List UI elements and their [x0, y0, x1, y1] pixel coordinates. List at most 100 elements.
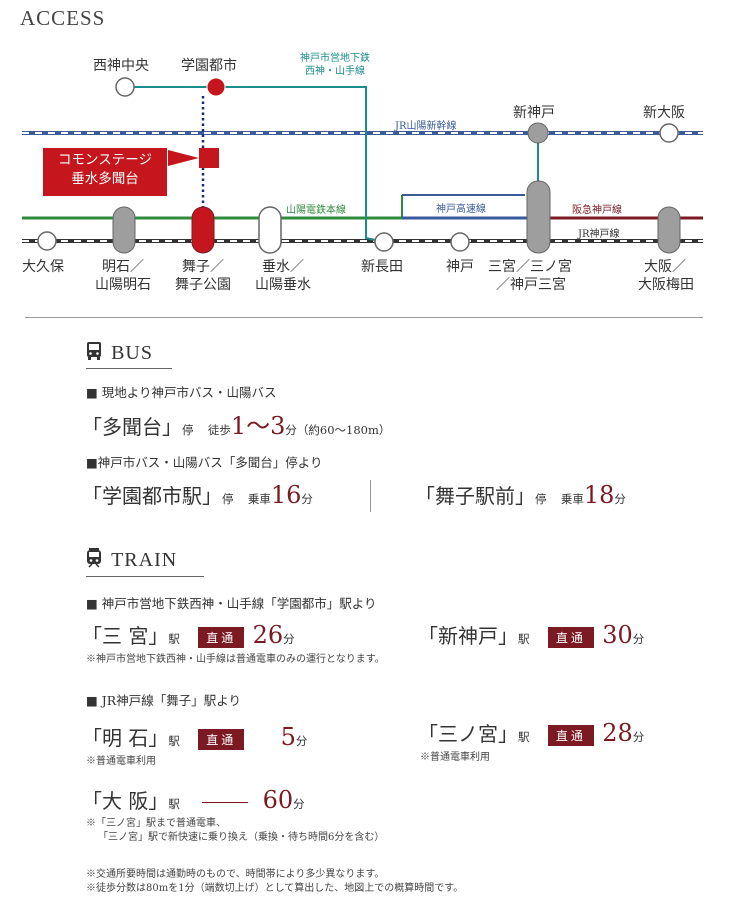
route-sannomiya-jr-name: 「三ノ宮」: [418, 722, 518, 746]
bus-dest-1-min: 分: [301, 492, 313, 506]
direct-badge-4: 直通: [547, 725, 594, 746]
page-title: ACCESS: [20, 6, 106, 30]
bus-dest-2-time: 18: [583, 481, 615, 509]
bus-stop-suffix-3: 停: [535, 492, 547, 506]
bus-sub-1: ■ 現地より神戸市バス・山陽バス: [86, 385, 277, 400]
station-label-shin-nagata: 新長田: [361, 259, 403, 275]
station-label-sannomiya-2: ／神戸三宮: [496, 277, 566, 293]
bus-heading-text: BUS: [111, 342, 153, 364]
bus-dest-2-min: 分: [614, 492, 626, 506]
walk-min: 分: [285, 423, 297, 437]
station-label-gakuen-toshi: 学園都市: [181, 58, 237, 74]
station-label-akashi-2: 山陽明石: [95, 277, 151, 293]
bus-sub-2: ■神戸市バス・山陽バス「多聞台」停より: [86, 455, 323, 470]
station-osaka: [657, 206, 681, 254]
station-label-shin-kobe: 新神戸: [513, 105, 555, 121]
kobe-kosoku-label: 神戸高速線: [436, 204, 486, 215]
route-osaka-name: 「大 阪」: [82, 789, 169, 813]
station-kobe: [450, 232, 470, 252]
station-label-sannomiya-1: 三宮／三ノ宮: [488, 259, 572, 275]
site-marker: [199, 148, 219, 168]
route-sannomiya-jr-time: 28: [602, 719, 633, 747]
bus-stop-suffix-1: 停: [182, 423, 194, 437]
bus-dest-2: 「舞子駅前」: [415, 484, 535, 508]
sanyo-label: 山陽電鉄本線: [286, 205, 346, 216]
route-shinkobe-eki: 駅: [518, 632, 530, 646]
callout-line-1: コモンステージ: [58, 152, 152, 168]
train-heading-text: TRAIN: [111, 549, 178, 571]
route-osaka-eki: 駅: [168, 797, 180, 811]
bus-walk-row: 「多聞台」停 徒歩1〜3分（約60〜180m）: [82, 406, 390, 441]
train-heading-underline: [86, 576, 204, 577]
subway-line-label-2: 西神・山手線: [305, 66, 365, 77]
footnote-2: ※徒歩分数は80mを1分（端数切上げ）として算出した、地図上での概算時間です。: [86, 883, 464, 894]
subway-line-label-1: 神戸市営地下鉄: [300, 53, 370, 64]
station-label-shin-osaka: 新大阪: [643, 105, 685, 121]
route-sannomiya-time: 26: [252, 621, 284, 649]
bus-stop-1: 「多聞台」: [82, 415, 182, 439]
route-sannomiya-name: 「三 宮」: [82, 624, 169, 648]
route-shinkobe-min: 分: [632, 632, 645, 646]
station-label-maiko-1: 舞子／: [182, 259, 224, 275]
callout-line-2: 垂水多聞台: [71, 171, 139, 187]
sannomiya-jr-note: ※普通電車利用: [420, 752, 490, 763]
route-sannomiya-jr-min: 分: [632, 730, 645, 744]
ride-label-2: 乗車: [560, 492, 584, 506]
station-akashi: [112, 206, 136, 254]
station-label-tarumi-2: 山陽垂水: [255, 277, 311, 293]
station-label-osaka-1: 大阪／: [644, 259, 686, 275]
train-note-1: ※神戸市営地下鉄西神・山手線は普通電車のみの運行となります。: [86, 654, 385, 665]
station-gakuen-toshi: [206, 77, 226, 97]
train-icon: [87, 548, 101, 568]
route-sannomiya-eki: 駅: [168, 632, 180, 646]
station-okubo: [37, 231, 57, 251]
direct-badge-2: 直通: [547, 627, 594, 648]
train-row-osaka: 「大 阪」駅 60分: [82, 785, 305, 814]
bus-separator: [370, 480, 371, 512]
route-akashi-min: 分: [295, 734, 308, 748]
osaka-dash: [202, 802, 249, 803]
station-sannomiya: [526, 180, 551, 254]
route-sannomiya-jr-eki: 駅: [518, 730, 530, 744]
bus-dest-1: 「学園都市駅」: [82, 484, 222, 508]
route-osaka-min: 分: [293, 797, 305, 811]
section-divider: [25, 317, 703, 318]
station-shin-osaka: [659, 123, 679, 143]
station-tarumi: [258, 206, 282, 254]
station-maiko: [191, 206, 215, 254]
route-akashi-name: 「明 石」: [82, 726, 169, 750]
direct-badge-1: 直通: [198, 627, 245, 648]
station-label-maiko-2: 舞子公園: [175, 277, 231, 293]
route-shinkobe-time: 30: [602, 621, 633, 649]
bus-icon: [87, 342, 101, 360]
route-akashi-time: 5: [280, 723, 296, 751]
osaka-note: ※「三ノ宮」駅まで普通電車、 「三ノ宮」駅で新快速に乗り換え（乗換・待ち時間6分…: [86, 817, 384, 845]
direct-badge-3: 直通: [198, 729, 245, 750]
jr-kobe-label: JR神戸線: [578, 229, 620, 240]
osaka-note-2: 「三ノ宮」駅で新快速に乗り換え（乗換・待ち時間6分を含む）: [98, 832, 385, 843]
bus-dest-1-time: 16: [270, 481, 302, 509]
station-label-kobe: 神戸: [446, 259, 474, 275]
station-shin-nagata: [374, 232, 394, 252]
property-callout: コモンステージ 垂水多聞台: [43, 148, 167, 196]
ride-label-1: 乗車: [247, 492, 271, 506]
station-label-akashi-1: 明石／: [102, 259, 144, 275]
bus-heading-underline: [86, 368, 172, 369]
route-map: [22, 77, 703, 254]
station-label-osaka-2: 大阪梅田: [638, 277, 694, 293]
walk-distance: （約60〜180m）: [296, 423, 391, 437]
route-shinkobe-name: 「新神戸」: [418, 624, 518, 648]
station-shin-kobe: [527, 122, 549, 144]
train-sub-2: ■ JR神戸線「舞子」駅より: [86, 693, 241, 708]
hankyu-label: 阪急神戸線: [572, 205, 622, 216]
route-akashi-eki: 駅: [168, 734, 180, 748]
station-label-tarumi-1: 垂水／: [262, 259, 304, 275]
train-row-akashi: 「明 石」駅 直通 5分: [82, 722, 307, 751]
walk-time: 1〜3: [230, 412, 286, 440]
footnote-1: ※交通所要時間は通勤時のもので、時間帯により多少異なります。: [86, 869, 385, 880]
station-label-okubo: 大久保: [22, 259, 64, 275]
train-heading: TRAIN: [86, 548, 177, 572]
bus-heading: BUS: [86, 341, 153, 365]
shinkansen-label: JR山陽新幹線: [395, 121, 457, 132]
train-row-sannomiya-jr: 「三ノ宮」駅 直通 28分: [418, 718, 644, 747]
